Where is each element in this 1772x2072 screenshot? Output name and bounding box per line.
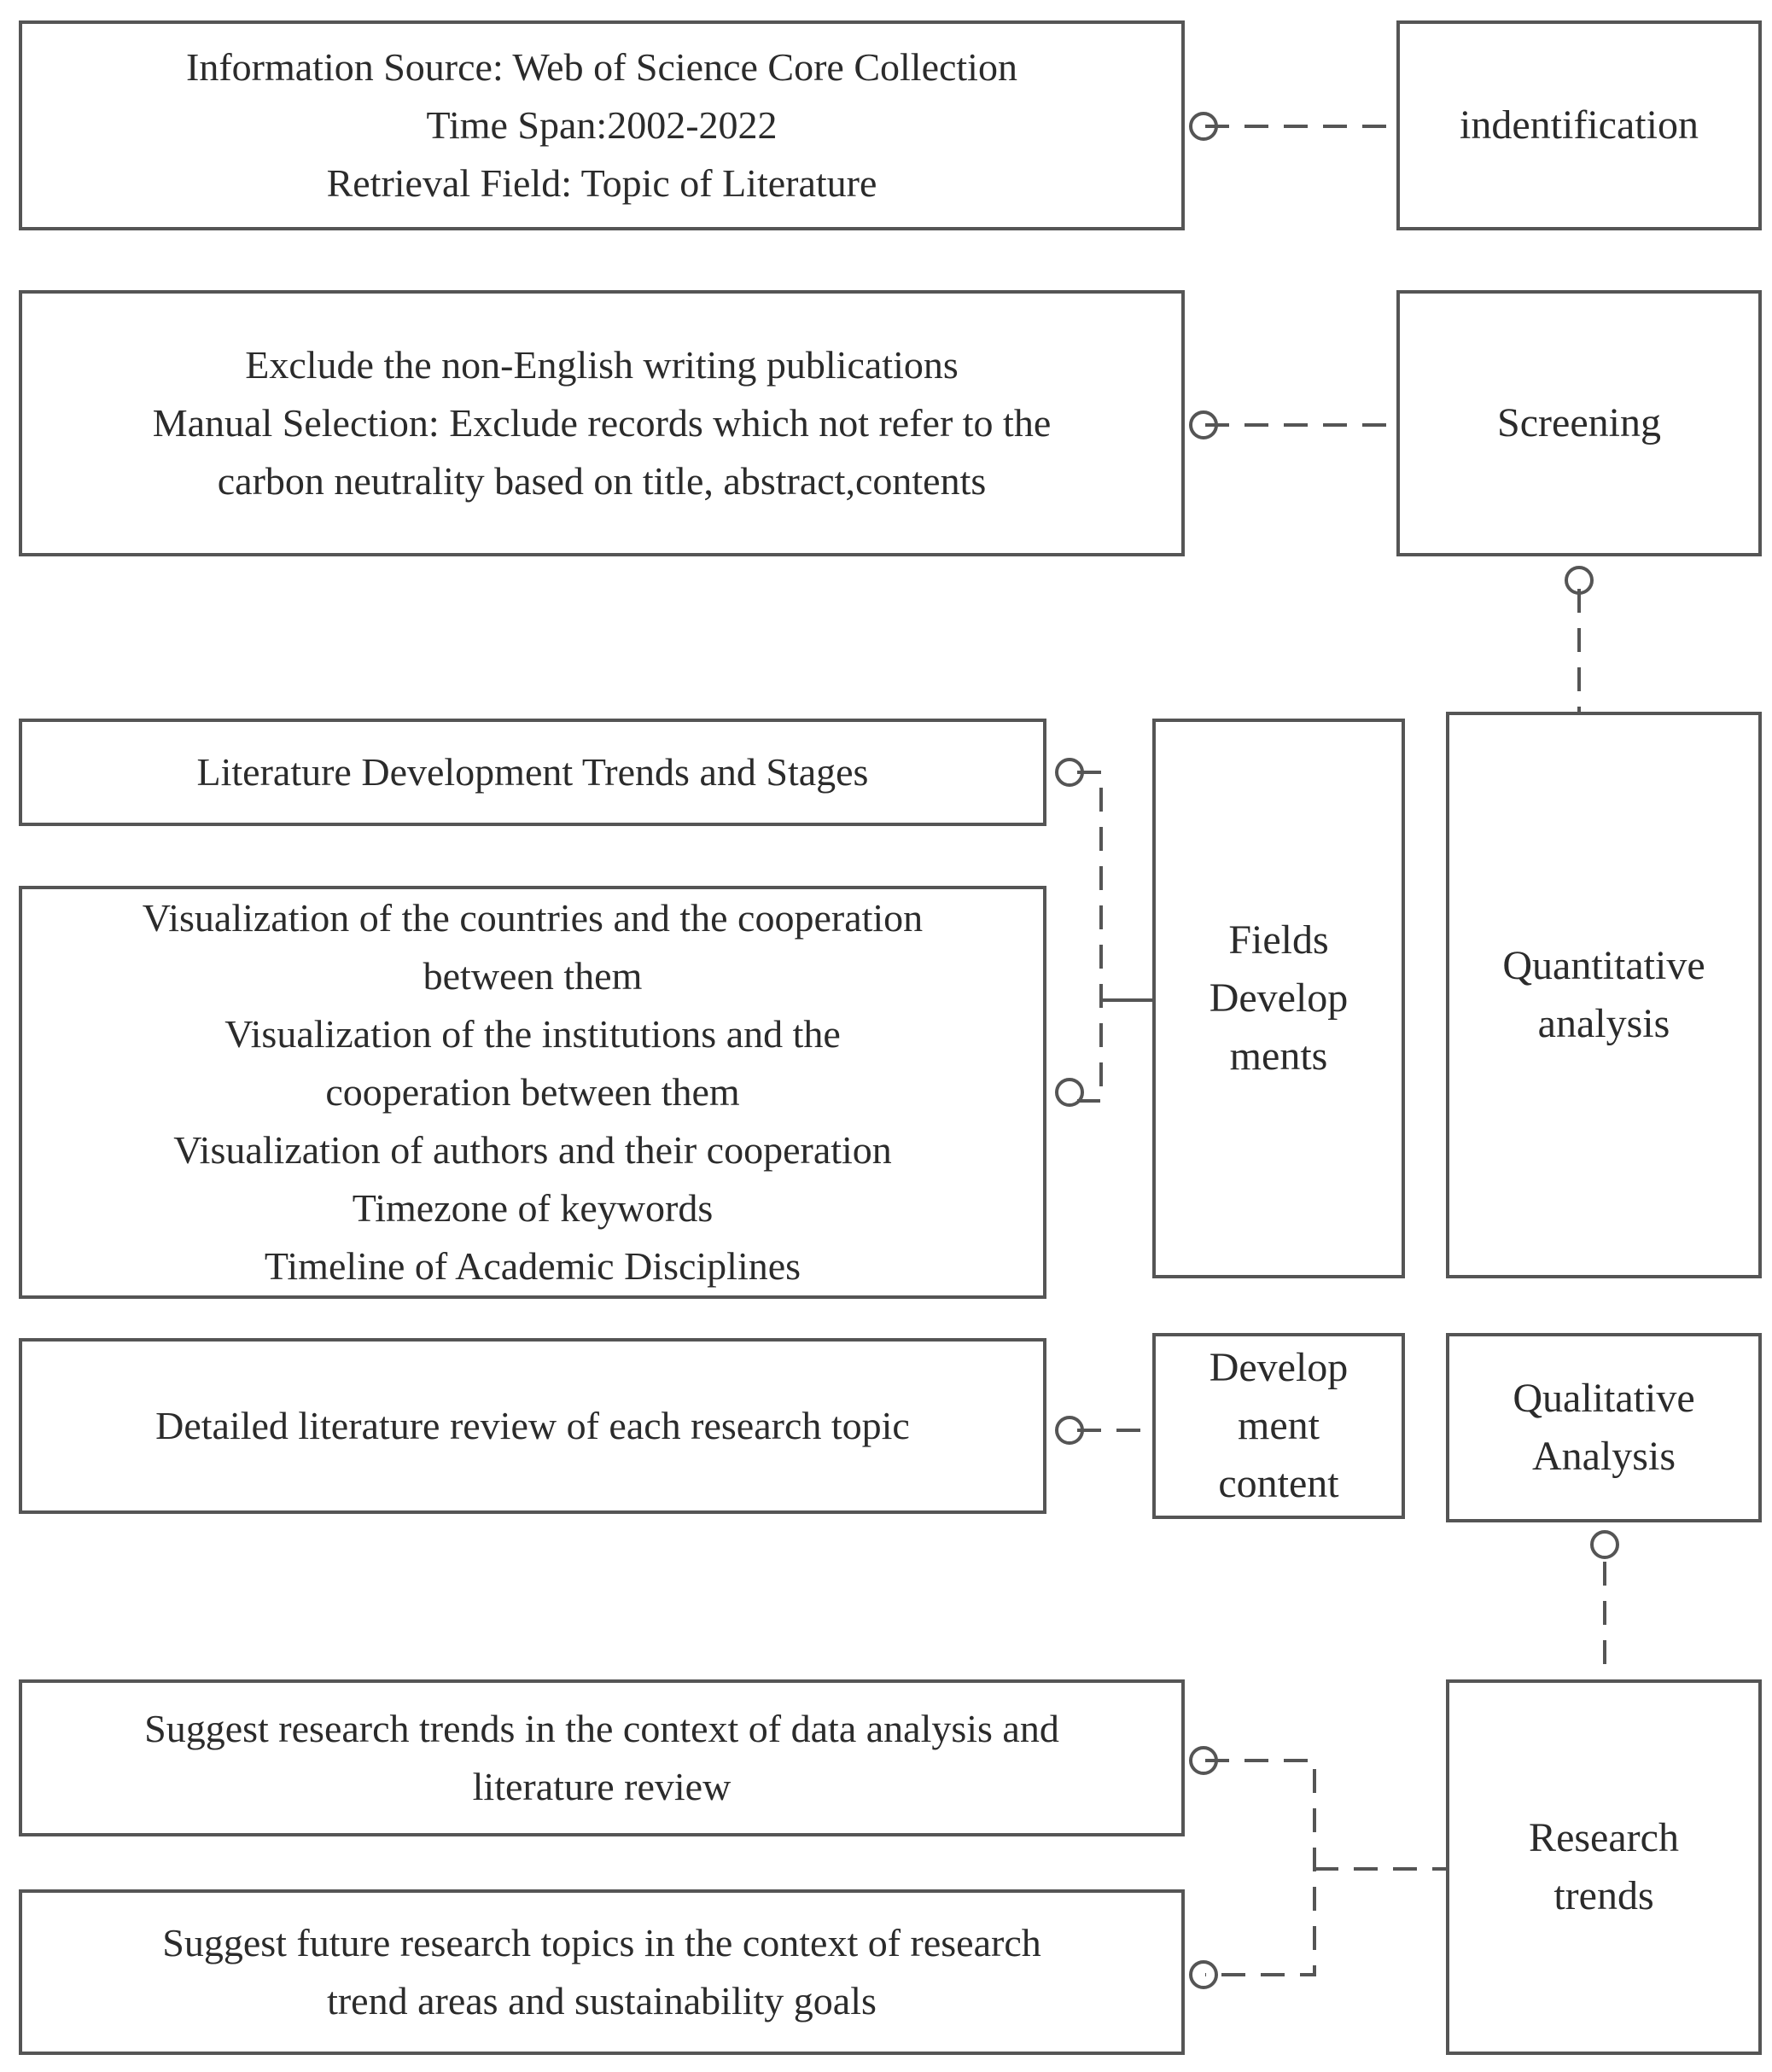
research-trends-stage-box: Research trends: [1446, 1679, 1762, 2055]
fields-developments-line: Fields: [1228, 917, 1329, 963]
suggest-trends-box: Suggest research trends in the context o…: [19, 1679, 1185, 1836]
connector-end-screening: [1189, 410, 1218, 439]
research-trends-stage-line: Research: [1529, 1815, 1679, 1860]
visualization-line: Visualization of the institutions and th…: [224, 1012, 841, 1056]
connector-research-trends: [1205, 1759, 1316, 1976]
screening-stage-box: Screening: [1396, 290, 1762, 556]
screening-line: Exclude the non-English writing publicat…: [245, 343, 959, 387]
qualitative-stage-line: Qualitative: [1513, 1376, 1695, 1421]
identification-line: Information Source: Web of Science Core …: [186, 45, 1017, 89]
development-content-box: Develop ment content: [1152, 1333, 1405, 1519]
screening-line: carbon neutrality based on title, abstra…: [217, 459, 987, 503]
connector-end-suggest-topics: [1189, 1960, 1218, 1989]
visualization-line: Timeline of Academic Disciplines: [264, 1244, 801, 1288]
qualitative-stage-line: Analysis: [1532, 1434, 1676, 1479]
visualization-box: Visualization of the countries and the c…: [19, 886, 1046, 1299]
connector-fields: [1077, 771, 1103, 1103]
identification-info-box: Information Source: Web of Science Core …: [19, 20, 1185, 230]
fields-developments-box: Fields Develop ments: [1152, 719, 1405, 1278]
literature-trends-text: Literature Development Trends and Stages: [196, 750, 869, 794]
development-content-line: content: [1218, 1461, 1339, 1506]
visualization-line: Timezone of keywords: [352, 1186, 714, 1230]
suggest-topics-box: Suggest future research topics in the co…: [19, 1889, 1185, 2055]
fields-developments-line: Develop: [1209, 975, 1349, 1021]
visualization-line: Visualization of the countries and the c…: [142, 896, 924, 940]
identification-line: Time Span:2002-2022: [426, 103, 778, 147]
connector-end-review: [1055, 1416, 1084, 1445]
connector-end-identification: [1189, 112, 1218, 141]
visualization-line: between them: [423, 954, 643, 998]
fields-developments-line: ments: [1229, 1033, 1328, 1079]
connector-end-qualitative-bottom: [1590, 1530, 1619, 1559]
quantitative-stage-line: Quantitative: [1502, 943, 1705, 988]
suggest-topics-line: trend areas and sustainability goals: [327, 1979, 877, 2023]
screening-line: Manual Selection: Exclude records which …: [152, 401, 1052, 445]
visualization-line: Visualization of authors and their coope…: [173, 1128, 892, 1172]
quantitative-stage-box: Quantitative analysis: [1446, 712, 1762, 1278]
connector-end-suggest-trends: [1189, 1746, 1218, 1775]
literature-review-box: Detailed literature review of each resea…: [19, 1338, 1046, 1514]
development-content-line: Develop: [1209, 1345, 1349, 1390]
identification-stage-label: indentification: [1460, 102, 1699, 148]
identification-stage-box: indentification: [1396, 20, 1762, 230]
qualitative-stage-box: Qualitative Analysis: [1446, 1333, 1762, 1522]
quantitative-stage-line: analysis: [1537, 1001, 1670, 1046]
screening-stage-label: Screening: [1497, 400, 1661, 445]
literature-trends-box: Literature Development Trends and Stages: [19, 719, 1046, 826]
connector-end-visualization: [1055, 1078, 1084, 1107]
connector-end-trends: [1055, 758, 1084, 787]
suggest-trends-line: Suggest research trends in the context o…: [144, 1707, 1059, 1750]
research-trends-stage-line: trends: [1553, 1873, 1654, 1918]
development-content-line: ment: [1238, 1403, 1320, 1448]
identification-line: Retrieval Field: Topic of Literature: [326, 161, 877, 205]
suggest-trends-line: literature review: [472, 1765, 732, 1808]
suggest-topics-line: Suggest future research topics in the co…: [162, 1921, 1041, 1964]
connector-end-screening-bottom: [1565, 566, 1594, 595]
visualization-line: cooperation between them: [325, 1070, 740, 1114]
literature-review-text: Detailed literature review of each resea…: [155, 1404, 910, 1447]
screening-criteria-box: Exclude the non-English writing publicat…: [19, 290, 1185, 556]
